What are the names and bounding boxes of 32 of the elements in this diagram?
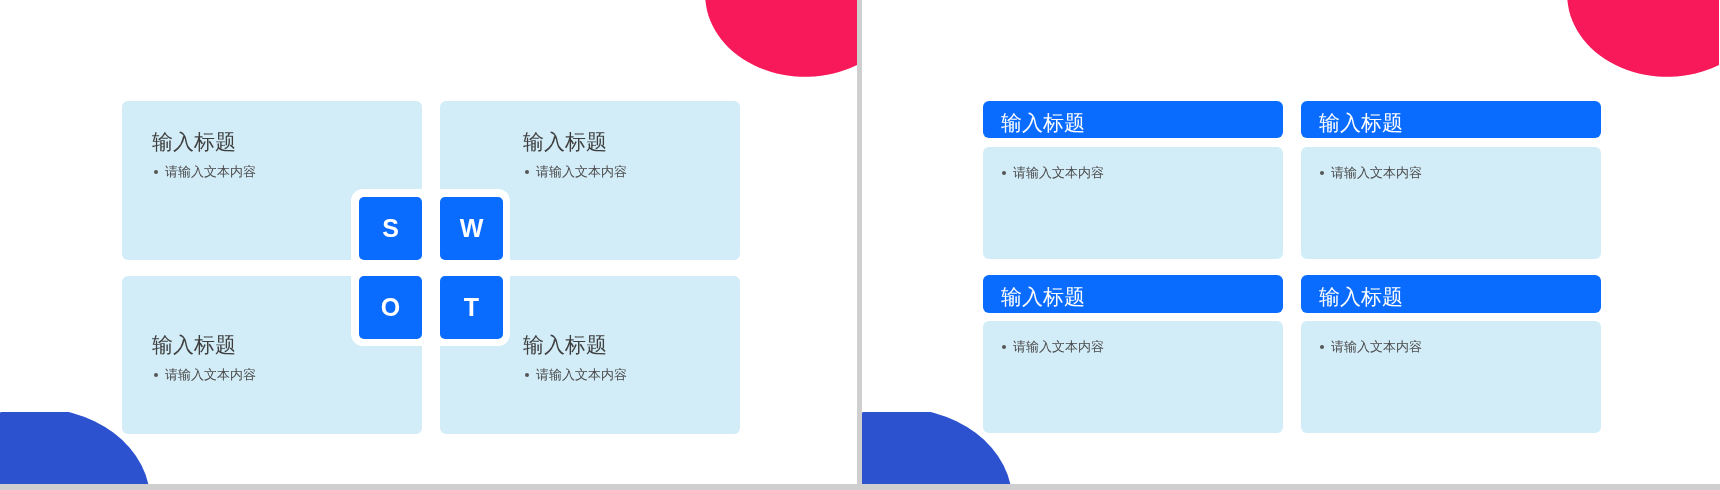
card-title: 输入标题 <box>523 332 607 358</box>
bullet-text: 请输入文本内容 <box>165 164 256 181</box>
text-panel <box>1301 147 1601 259</box>
header-title: 输入标题 <box>1001 284 1085 310</box>
letter-tile: S <box>359 197 422 260</box>
header-title: 输入标题 <box>1319 284 1403 310</box>
header-title: 输入标题 <box>1001 110 1085 136</box>
text-card <box>122 276 422 434</box>
card-title: 输入标题 <box>523 129 607 155</box>
header-bar <box>1301 275 1601 313</box>
card-title: 输入标题 <box>152 332 236 358</box>
header-title: 输入标题 <box>1319 110 1403 136</box>
letter-tile: W <box>440 197 503 260</box>
letter-tile: O <box>359 276 422 339</box>
bullet-text: 请输入文本内容 <box>1331 339 1422 356</box>
text-card <box>440 101 740 260</box>
bullet-text: 请输入文本内容 <box>165 367 256 384</box>
letter-tile: T <box>440 276 503 339</box>
text-card <box>122 101 422 260</box>
header-bar <box>983 101 1283 138</box>
header-bar <box>983 275 1283 313</box>
card-title: 输入标题 <box>152 129 236 155</box>
bullet-text: 请输入文本内容 <box>1013 339 1104 356</box>
bullet-text: 请输入文本内容 <box>1013 165 1104 182</box>
bullet-text: 请输入文本内容 <box>536 367 627 384</box>
header-bar <box>1301 101 1601 138</box>
bullet-text: 请输入文本内容 <box>1331 165 1422 182</box>
text-panel <box>1301 321 1601 433</box>
text-card <box>440 276 740 434</box>
bullet-text: 请输入文本内容 <box>536 164 627 181</box>
text-panel <box>983 321 1283 433</box>
text-panel <box>983 147 1283 259</box>
